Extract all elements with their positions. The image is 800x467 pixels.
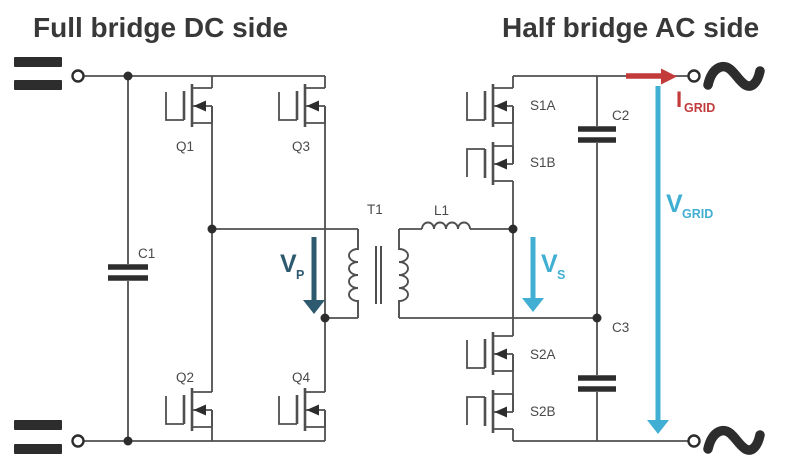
junction-dot xyxy=(207,224,217,234)
vp-arrow xyxy=(303,237,325,314)
vgrid-label: V GRID xyxy=(666,190,713,221)
primary-winding xyxy=(348,229,359,318)
terminal-ac-top xyxy=(687,69,701,83)
mosfet-s1a xyxy=(465,82,515,129)
terminal-layer xyxy=(71,69,701,448)
vs-label: V S xyxy=(541,250,565,282)
junction-dot xyxy=(592,313,602,323)
junction-dot xyxy=(123,71,133,81)
label-s2b: S2B xyxy=(530,404,556,419)
vs-label-main: V xyxy=(541,250,558,278)
label-q4: Q4 xyxy=(292,370,311,385)
igrid-arrow xyxy=(626,68,677,85)
label-s1b: S1B xyxy=(530,155,556,170)
mosfet-s2b xyxy=(465,388,515,435)
titles: Full bridge DC side Half bridge AC side xyxy=(33,12,759,43)
label-l1: L1 xyxy=(434,203,449,218)
label-q1: Q1 xyxy=(176,139,194,154)
mosfet-q4 xyxy=(277,386,327,433)
label-t1: T1 xyxy=(367,202,383,217)
dc-bar-icon xyxy=(14,444,62,454)
vp-label-sub: P xyxy=(296,268,304,282)
dc-bar-icon xyxy=(14,420,62,430)
mosfet-s2a xyxy=(465,330,515,377)
label-s1a: S1A xyxy=(530,98,556,113)
vp-label: V P xyxy=(280,250,304,282)
junction-layer xyxy=(123,71,602,446)
label-q3: Q3 xyxy=(292,139,310,154)
vs-label-sub: S xyxy=(557,268,565,282)
capacitor-c1 xyxy=(108,264,148,281)
secondary-winding xyxy=(398,229,409,318)
dc-symbol-top xyxy=(14,57,62,90)
capacitor-c3 xyxy=(578,375,616,392)
vp-label-main: V xyxy=(280,250,297,278)
label-q2: Q2 xyxy=(176,370,194,385)
transformer-core xyxy=(375,246,382,304)
terminal-dc-bottom xyxy=(71,434,85,448)
ac-sine-bottom-icon xyxy=(703,425,765,455)
ac-sine-top-icon xyxy=(703,61,765,91)
terminal-ac-bottom xyxy=(687,434,701,448)
igrid-label-sub: GRID xyxy=(684,101,715,115)
mosfet-q3 xyxy=(277,82,327,129)
dc-symbol-bottom xyxy=(14,420,62,454)
mosfet-s1b xyxy=(465,140,515,187)
mosfet-q1 xyxy=(164,82,214,129)
transformer-t1 xyxy=(348,229,409,318)
igrid-arrow-head-icon xyxy=(661,68,677,85)
vp-arrow-head-icon xyxy=(303,300,325,314)
title-dc-side: Full bridge DC side xyxy=(33,12,288,43)
vgrid-label-sub: GRID xyxy=(682,207,713,221)
junction-dot xyxy=(320,313,330,323)
mosfet-q2 xyxy=(164,386,214,433)
junction-dot xyxy=(123,436,133,446)
igrid-label: I GRID xyxy=(676,87,715,115)
igrid-label-main: I xyxy=(676,87,682,112)
label-c2: C2 xyxy=(612,108,629,123)
label-c3: C3 xyxy=(612,320,629,335)
vs-arrow xyxy=(522,237,544,312)
vgrid-arrow xyxy=(647,86,669,434)
terminal-dc-top xyxy=(71,69,85,83)
dc-bar-icon xyxy=(14,57,62,67)
dc-bar-icon xyxy=(14,80,62,90)
vs-arrow-head-icon xyxy=(522,298,544,312)
vgrid-arrow-head-icon xyxy=(647,420,669,434)
capacitor-c2 xyxy=(578,126,616,143)
vgrid-label-main: V xyxy=(666,190,683,218)
capacitor-layer xyxy=(108,126,616,392)
component-labels: Q1 Q3 Q2 Q4 S1A S1B S2A S2B C1 C2 C3 T1 … xyxy=(138,98,629,419)
mosfet-layer xyxy=(164,82,515,435)
inductor-l1 xyxy=(421,221,471,230)
label-c1: C1 xyxy=(138,246,155,261)
label-s2a: S2A xyxy=(530,347,556,362)
title-ac-side: Half bridge AC side xyxy=(502,12,759,43)
junction-dot xyxy=(508,224,518,234)
